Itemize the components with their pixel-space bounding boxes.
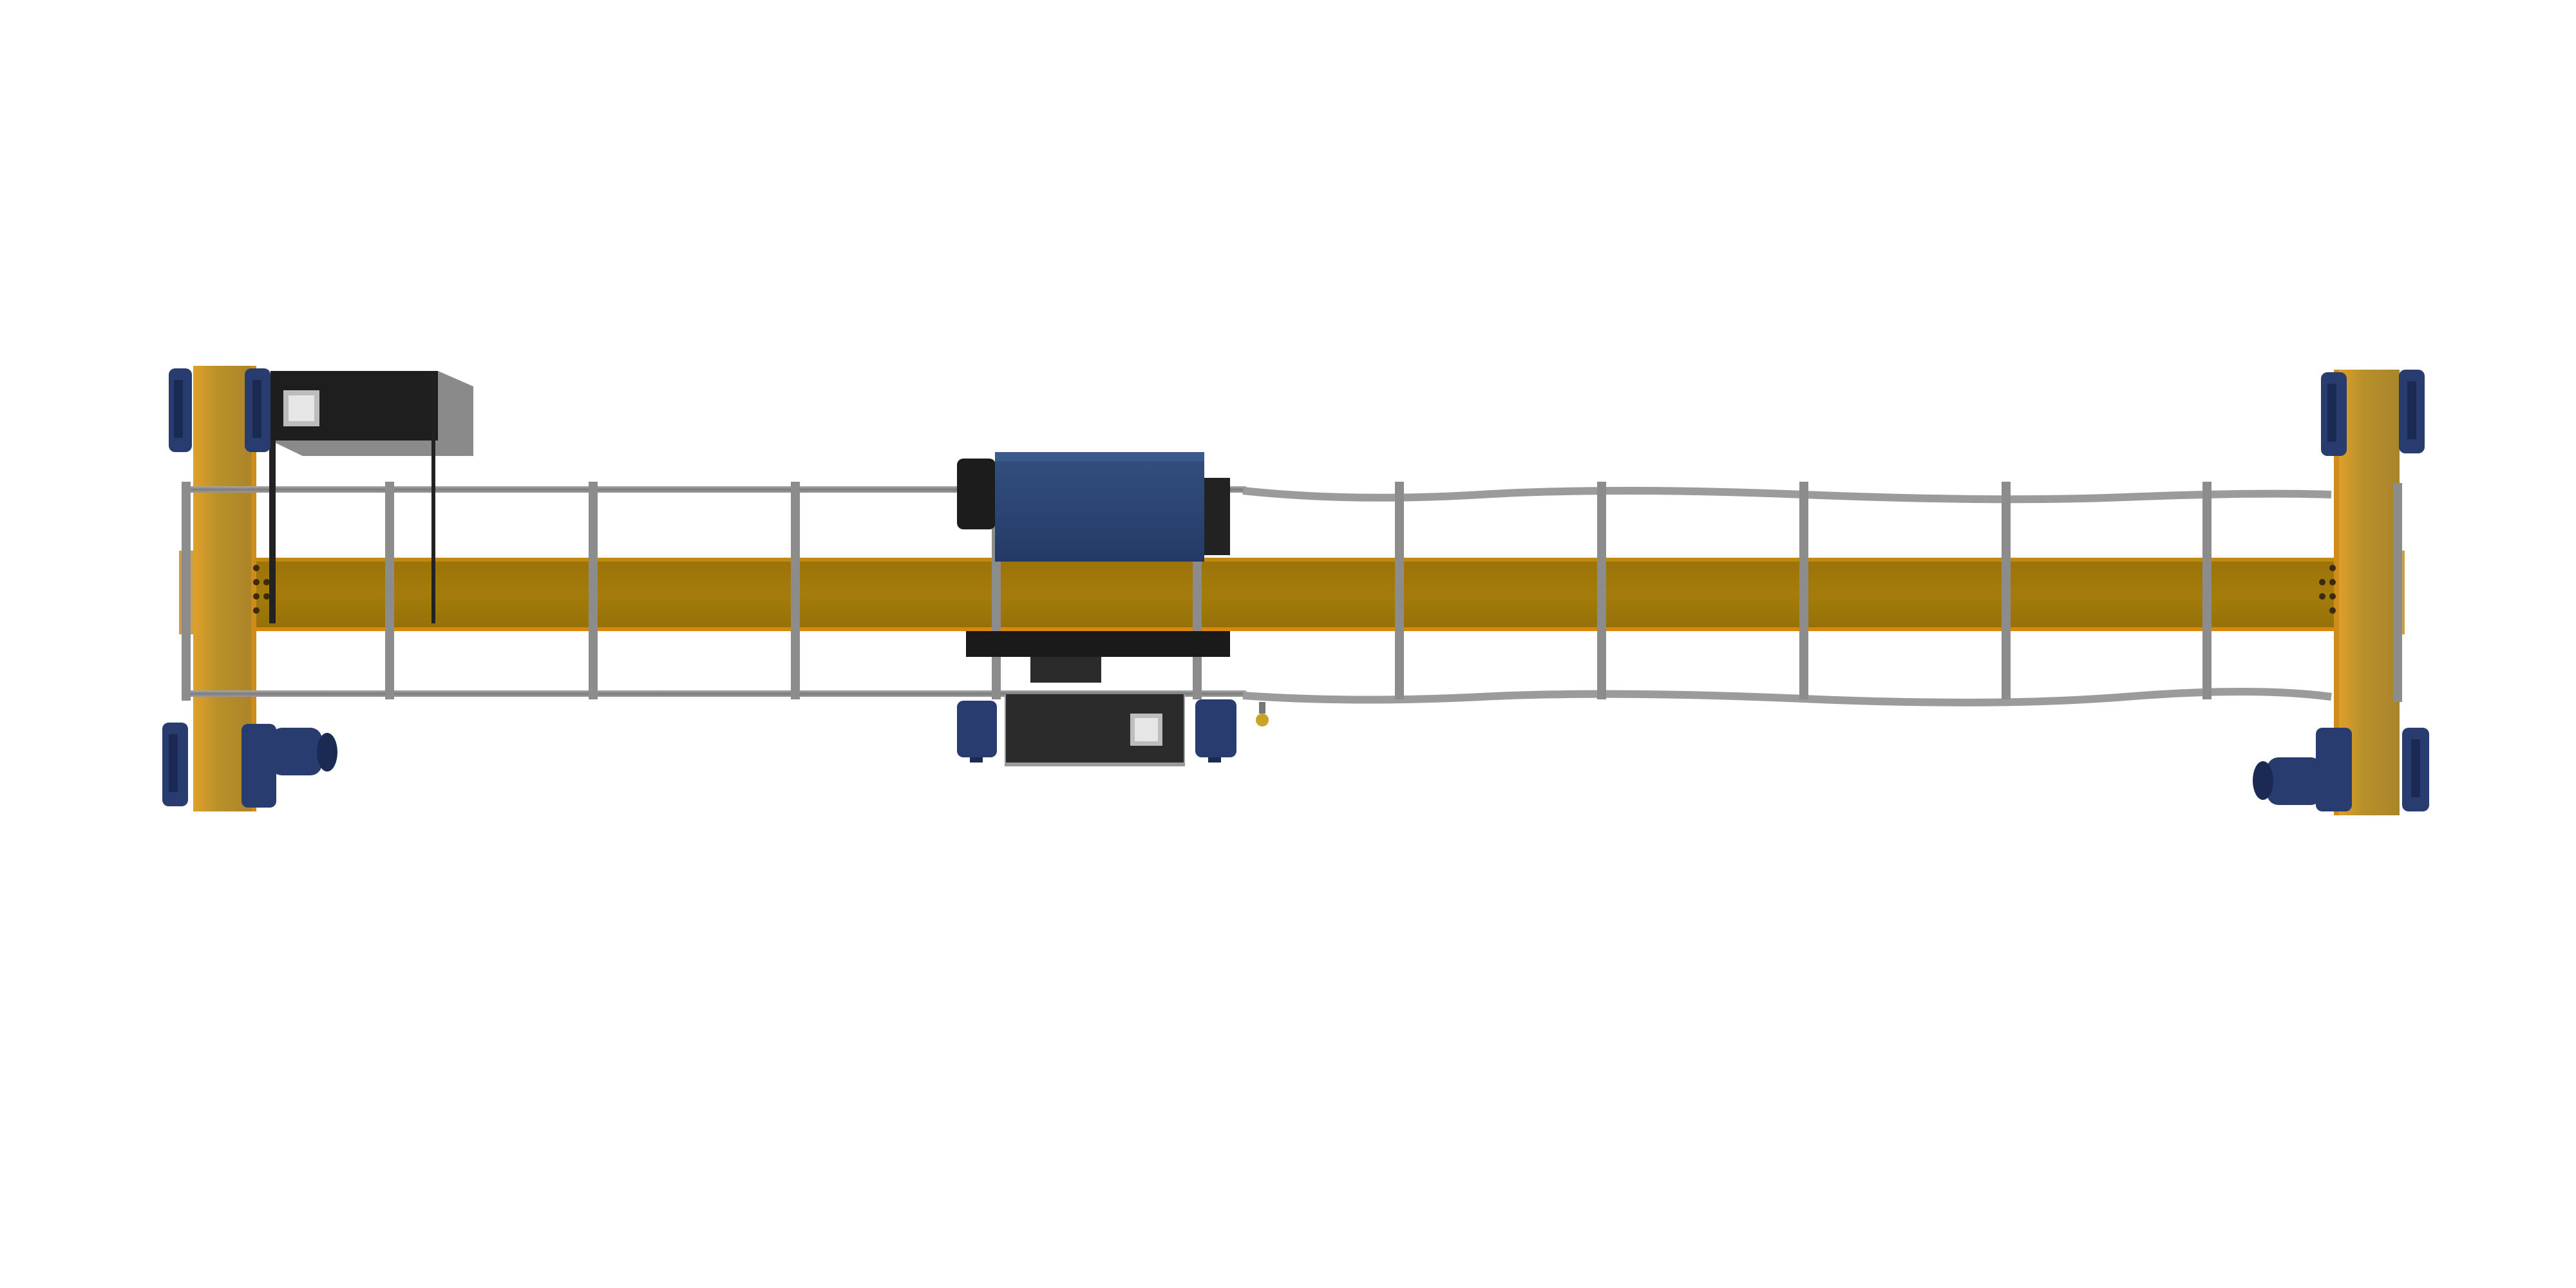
motor-bottom-right-drive [2253, 728, 2352, 811]
motor-bottom-left-drive [242, 724, 337, 808]
hook-icon [1256, 702, 1269, 726]
main-girder [179, 551, 2405, 634]
trolley-motor-left [957, 701, 997, 762]
walkway-posts [385, 482, 2211, 699]
bolt-plate-right [2319, 565, 2336, 614]
motor-top-left-outer [169, 368, 192, 452]
control-cabinet-left [269, 371, 473, 623]
trolley-motor-right [1195, 699, 1236, 762]
travel-motor [162, 368, 2429, 811]
motor-bottom-right-outer [2402, 728, 2429, 811]
bolt-plate-left [253, 565, 270, 614]
hoist-trolley [957, 452, 1269, 766]
motor-top-left-inner [245, 368, 270, 452]
motor-top-right-inner [2321, 372, 2347, 456]
motor-bottom-left-outer [162, 723, 188, 806]
motor-top-right-outer [2399, 370, 2425, 453]
